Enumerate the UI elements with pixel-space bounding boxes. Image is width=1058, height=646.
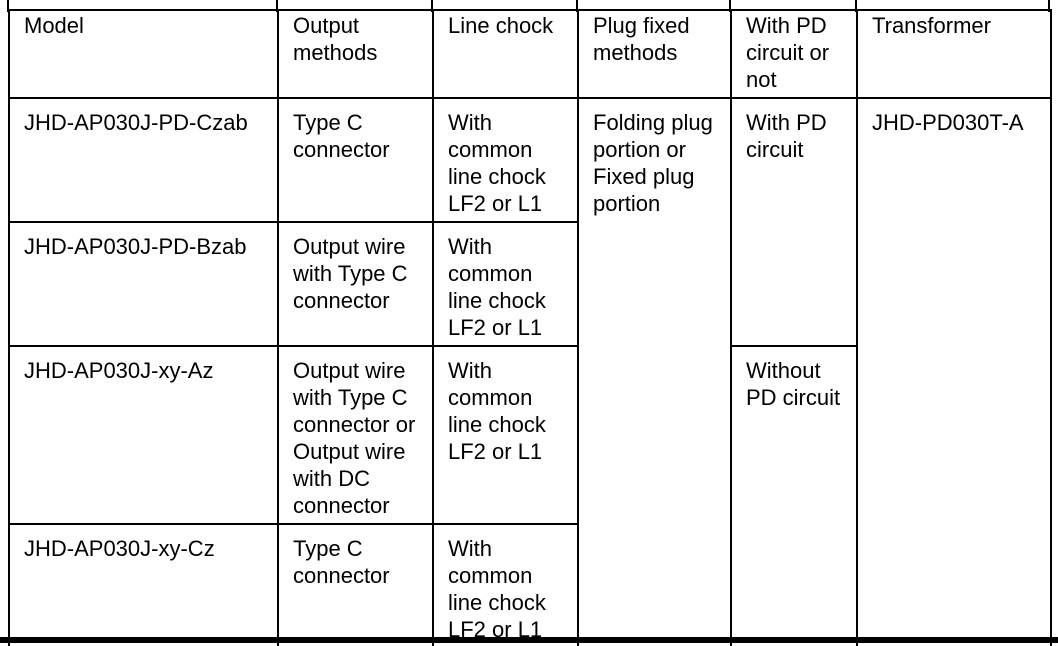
header-cell-output: Output methods — [277, 9, 434, 99]
table-row: JHD-AP030J-PD-Bzab Output wire with Type… — [8, 221, 1051, 347]
transformer-cell: JHD-PD030T-A — [856, 97, 1052, 646]
header-cell-plug-fixed: Plug fixed methods — [577, 9, 732, 99]
spec-table-wrap: Model Output methods Line chock Plug fix… — [8, 9, 1052, 646]
model-cell: JHD-AP030J-PD-Bzab — [8, 221, 279, 347]
output-cell: Type C connector — [277, 97, 434, 223]
model-cell: JHD-AP030J-xy-Az — [8, 345, 279, 525]
table-edge-stub — [1048, 0, 1050, 12]
line-chock-cell: With common line chock LF2 or L1 — [432, 97, 579, 223]
plug-fixed-cell: Folding plug portion or Fixed plug porti… — [577, 97, 732, 646]
table-edge-stub — [7, 0, 9, 12]
table-edge-stub — [855, 0, 857, 12]
section-divider-rule — [0, 637, 1058, 643]
table-edge-stub — [729, 0, 731, 12]
spec-table: Model Output methods Line chock Plug fix… — [8, 9, 1052, 646]
line-chock-cell: With common line chock LF2 or L1 — [432, 523, 579, 646]
table-row: JHD-AP030J-PD-Czab Type C connector With… — [8, 97, 1052, 646]
table-edge-stub — [576, 0, 578, 12]
model-cell: JHD-AP030J-PD-Czab — [8, 97, 279, 223]
line-chock-cell: With common line chock LF2 or L1 — [432, 345, 579, 525]
pd-circuit-cell: With PD circuit — [730, 97, 858, 347]
header-cell-pd-circuit: With PD circuit or not — [730, 9, 858, 99]
output-cell: Type C connector — [277, 523, 434, 646]
header-cell-line-chock: Line chock — [432, 9, 579, 99]
header-row: Model Output methods Line chock Plug fix… — [8, 9, 1052, 99]
header-cell-model: Model — [8, 9, 279, 99]
table-edge-stub — [431, 0, 433, 12]
model-cell: JHD-AP030J-xy-Cz — [8, 523, 279, 646]
output-cell: Output wire with Type C connector — [277, 221, 434, 347]
output-cell: Output wire with Type C connector or Out… — [277, 345, 434, 525]
header-cell-transformer: Transformer — [856, 9, 1052, 99]
table-edge-stub — [276, 0, 278, 12]
table-row: JHD-AP030J-xy-Az Output wire with Type C… — [8, 345, 1051, 646]
pd-circuit-cell: Without PD circuit — [730, 345, 858, 646]
line-chock-cell: With common line chock LF2 or L1 — [432, 221, 579, 347]
